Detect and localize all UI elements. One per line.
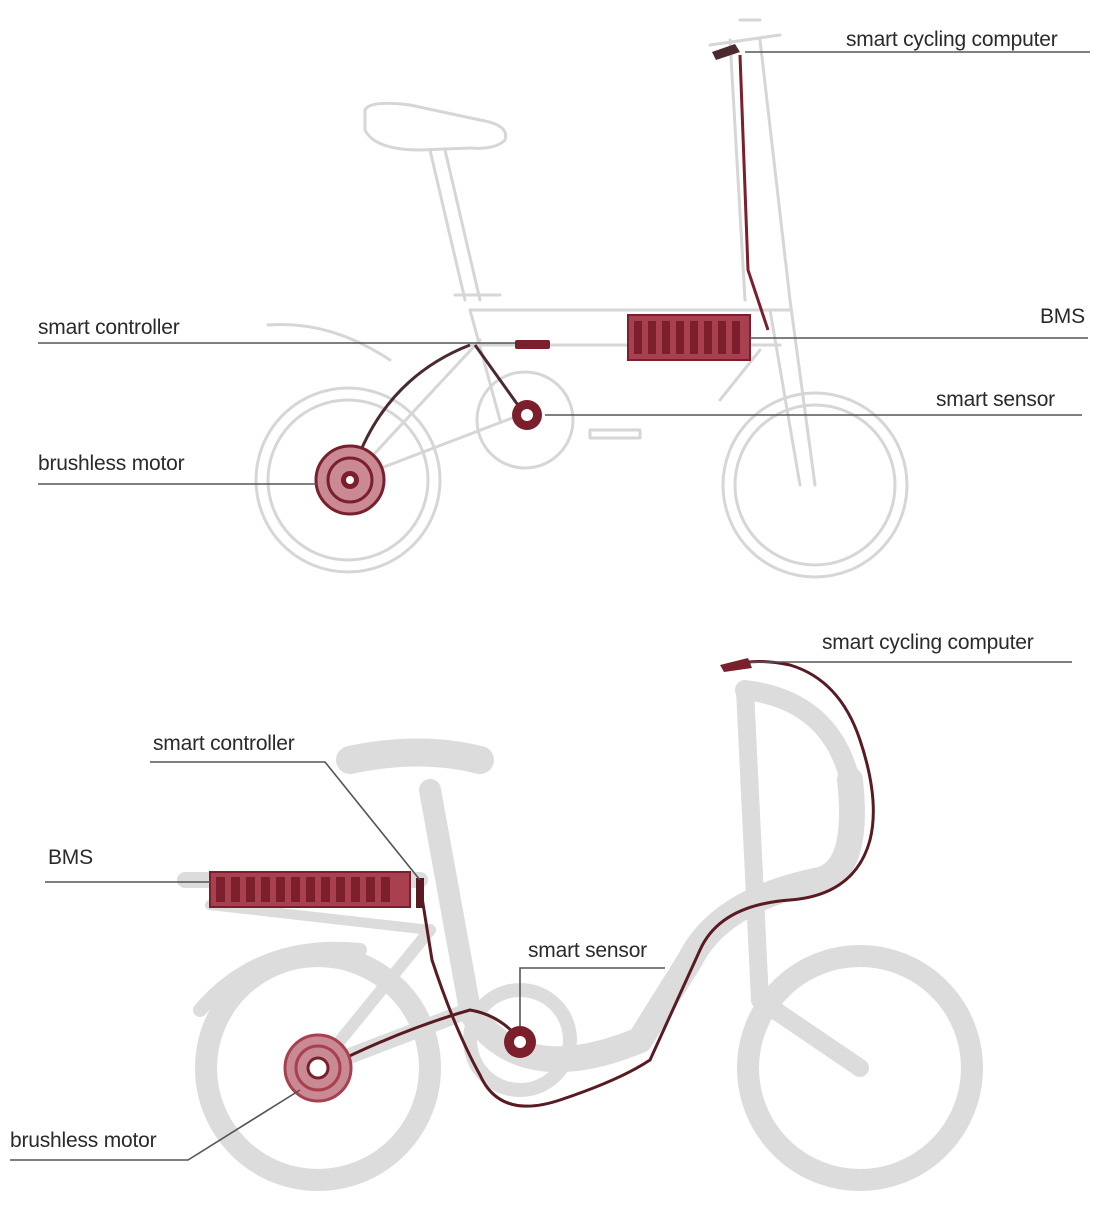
- bottom-bms-battery: [209, 871, 411, 908]
- bottom-controller-module: [416, 878, 424, 908]
- top-display-cable: [738, 54, 770, 331]
- bottom-main-cable: [418, 660, 875, 1108]
- bottom-components: [209, 658, 875, 1108]
- bottom-motor-cable: [324, 1008, 522, 1070]
- bottom-label-sensor: smart sensor: [528, 939, 647, 962]
- top-label-bms: BMS: [1040, 305, 1085, 328]
- top-sensor-cable: [473, 344, 527, 416]
- top-label-controller: smart controller: [38, 316, 180, 339]
- bottom-sensor: [504, 1026, 536, 1058]
- top-controller-module: [515, 340, 550, 349]
- top-display: [712, 44, 740, 60]
- bottom-label-bms: BMS: [48, 846, 93, 869]
- top-sensor: [512, 400, 542, 430]
- bottom-label-controller: smart controller: [153, 732, 295, 755]
- bottom-motor: [283, 1033, 353, 1103]
- bottom-display: [720, 658, 752, 672]
- top-bms-battery: [627, 314, 751, 361]
- bottom-label-motor: brushless motor: [10, 1129, 157, 1152]
- bottom-label-cycling-computer: smart cycling computer: [822, 631, 1034, 654]
- top-callout-lines: [38, 51, 1090, 485]
- bottom-callout-lines: [10, 661, 1072, 1161]
- top-label-motor: brushless motor: [38, 452, 185, 475]
- top-label-sensor: smart sensor: [936, 388, 1055, 411]
- top-components: [314, 44, 770, 516]
- top-label-cycling-computer: smart cycling computer: [846, 28, 1058, 51]
- bottom-bike-silhouette: [177, 680, 983, 1191]
- top-motor: [314, 444, 386, 516]
